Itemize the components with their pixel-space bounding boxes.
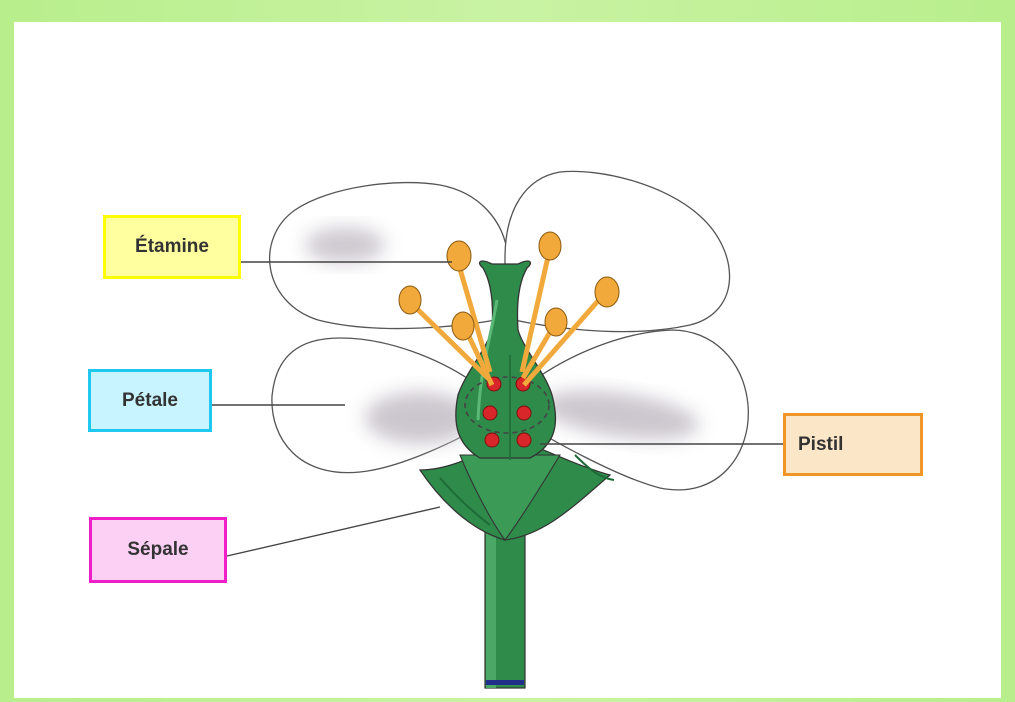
label-pistil: Pistil <box>783 413 923 476</box>
label-sepale: Sépale <box>89 517 227 583</box>
stem-base <box>486 680 524 685</box>
label-petale: Pétale <box>88 369 212 432</box>
label-etamine: Étamine <box>103 215 241 279</box>
